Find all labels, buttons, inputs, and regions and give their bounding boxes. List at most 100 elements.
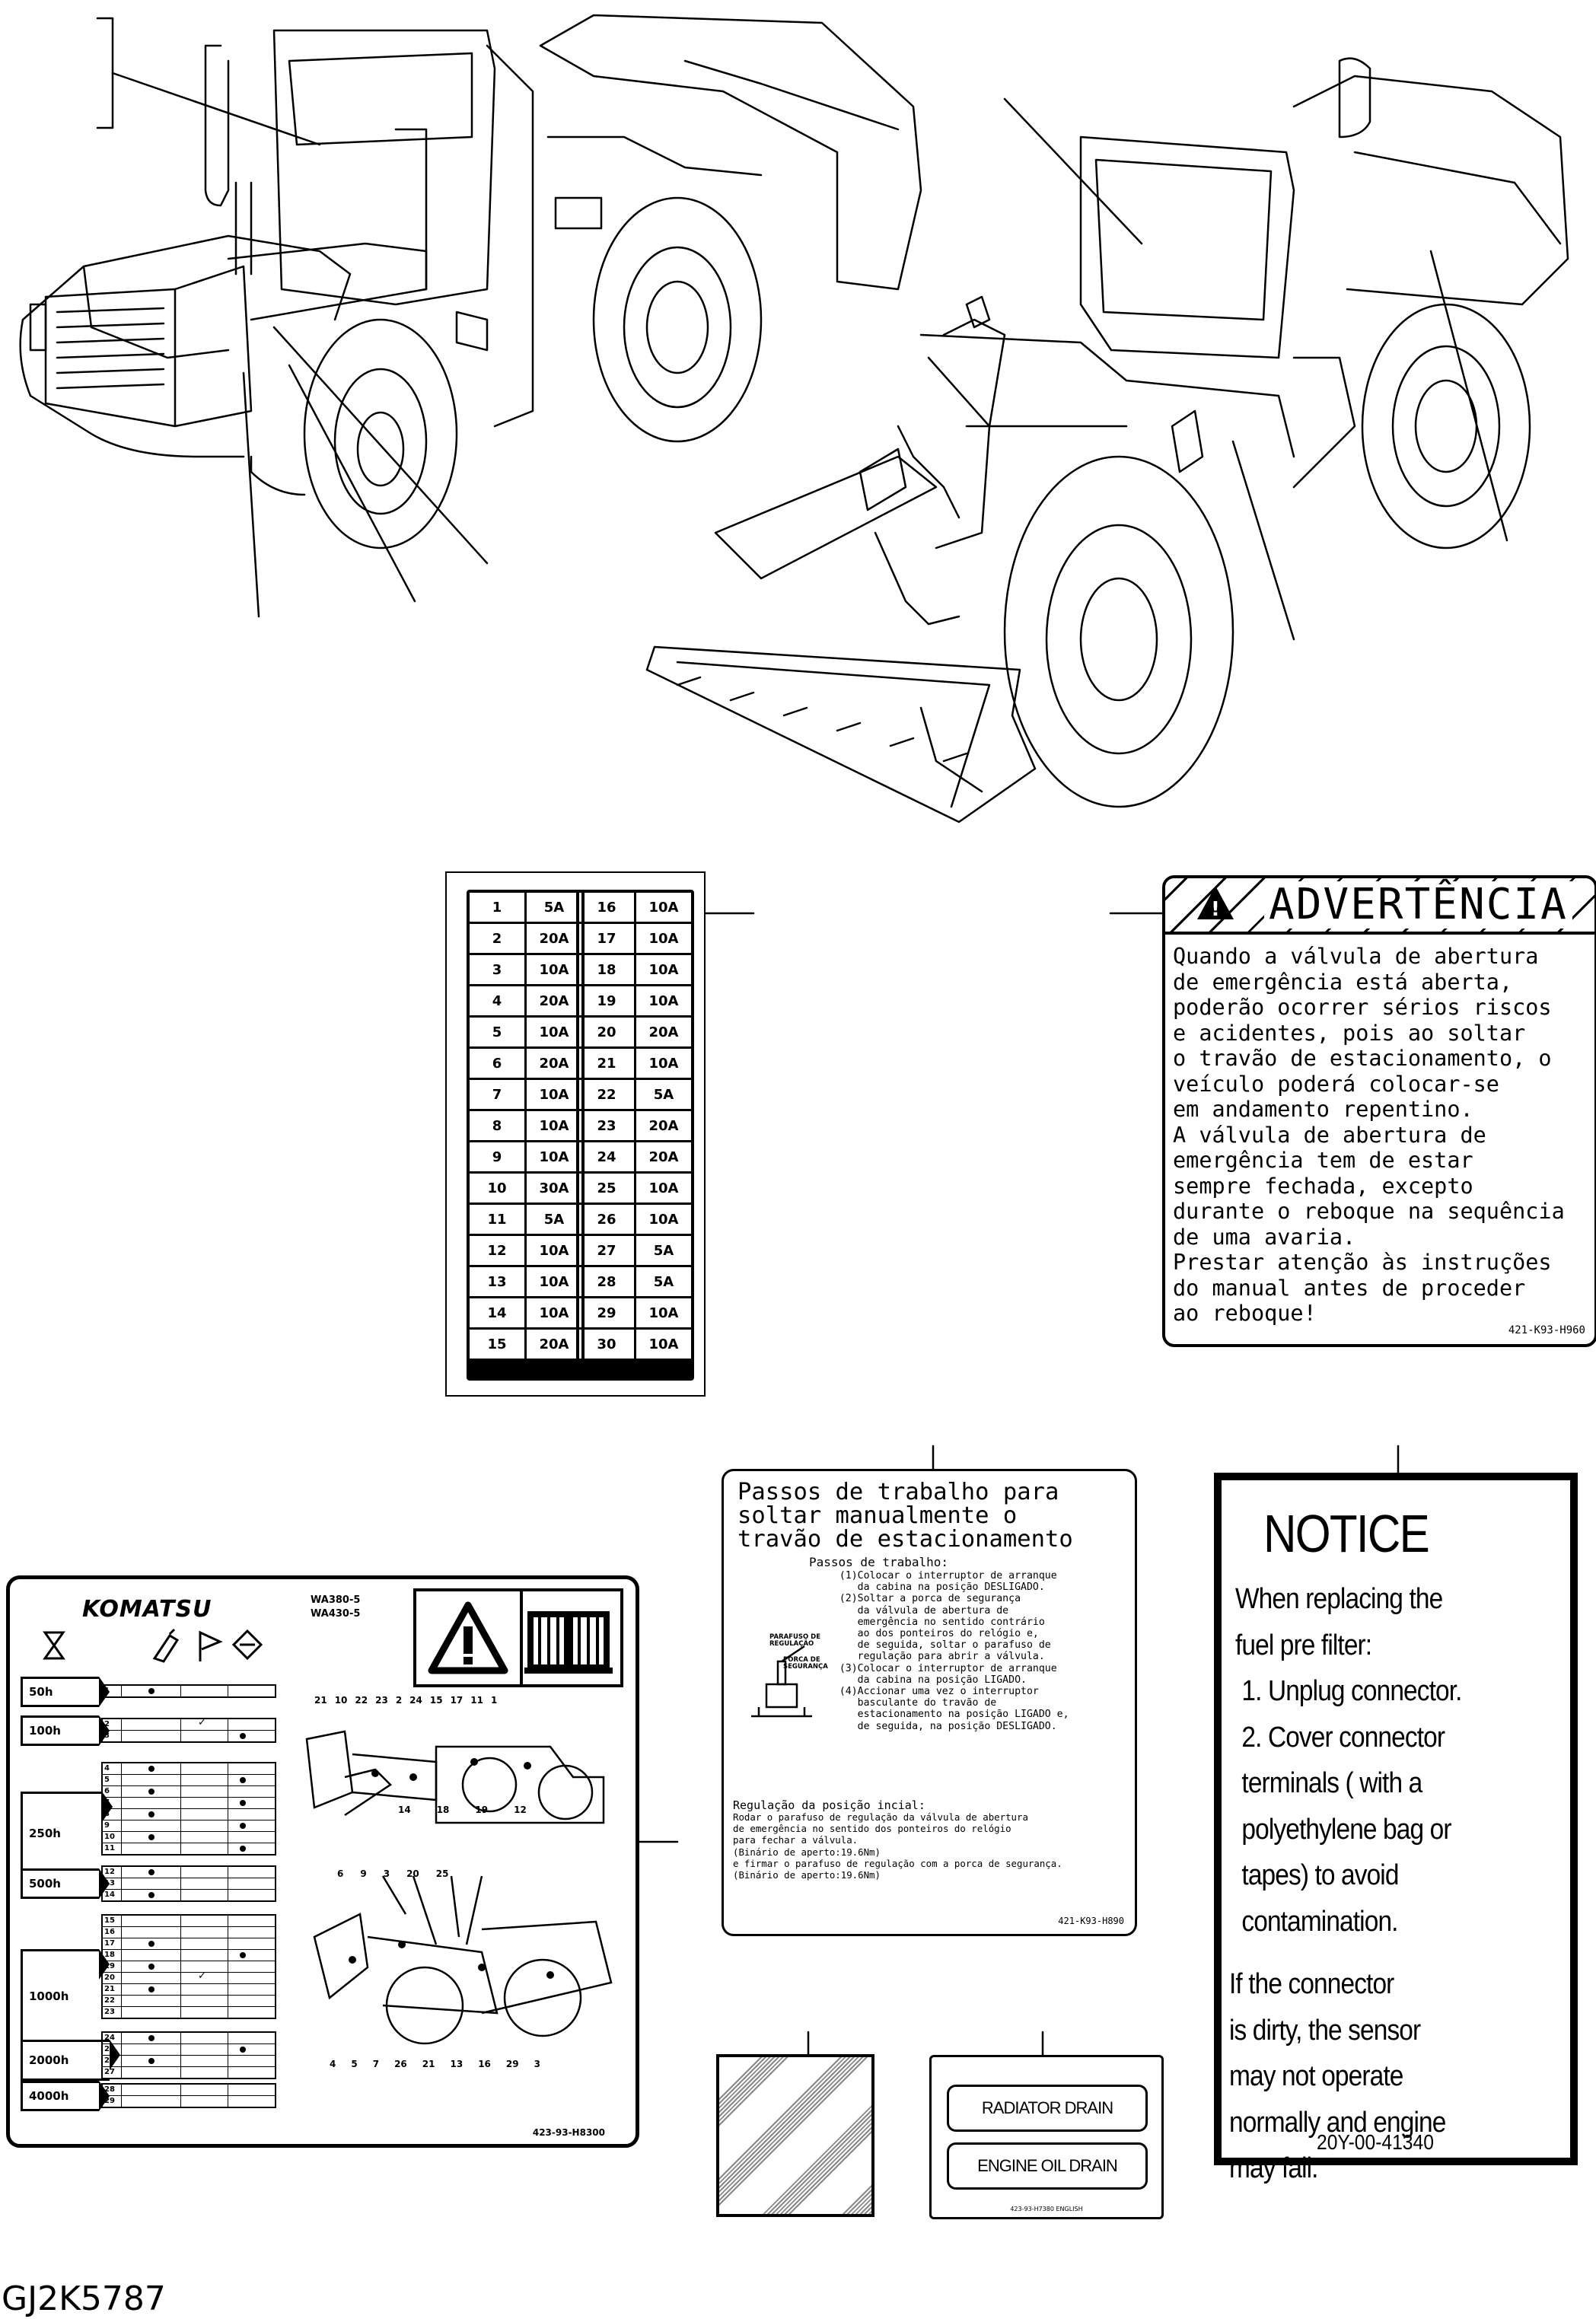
chart-part-code: 423-93-H8300 xyxy=(532,2127,605,2138)
drain-part-code: 423-93-H7380 ENGLISH xyxy=(1010,2206,1083,2212)
service-dot-icon xyxy=(148,1834,155,1840)
interval-item-row: 25 xyxy=(103,2044,275,2056)
callout-number: 2 xyxy=(395,1695,403,1706)
passos-part-code: 421-K93-H890 xyxy=(1058,1916,1124,1926)
fuse-rating: 5A xyxy=(543,899,565,916)
fuse-rating: 20A xyxy=(539,1336,569,1352)
callout-number: 21 xyxy=(422,2059,435,2069)
interval-item-row: 21 xyxy=(103,1984,275,1996)
callout-number: 21 xyxy=(314,1695,327,1706)
service-dot-icon xyxy=(148,1766,155,1772)
fuse-number: 19 xyxy=(579,986,636,1015)
interval-arrow: 100h xyxy=(21,1715,110,1746)
passos-subtitle: Passos de trabalho: xyxy=(809,1555,949,1569)
engine-oil-drain-label: ENGINE OIL DRAIN xyxy=(947,2142,1148,2190)
komatsu-logo: KOMATSU xyxy=(82,1596,212,1623)
service-dot-icon xyxy=(240,1800,246,1806)
icon-label-lock-nut: PORCA DE SEGURANÇA xyxy=(783,1656,828,1671)
fuse-rating: 10A xyxy=(539,1242,569,1259)
fuse-number: 11 xyxy=(470,1205,527,1234)
fuse-row: 4 20A xyxy=(470,986,581,1018)
interval-arrow: 500h xyxy=(21,1868,110,1899)
fuse-rating: 10A xyxy=(539,1086,569,1103)
fuse-number: 30 xyxy=(579,1330,636,1359)
fuse-rating: 10A xyxy=(539,1024,569,1040)
fuse-number: 17 xyxy=(579,924,636,953)
fuse-number: 5 xyxy=(470,1018,527,1046)
fuse-number: 10 xyxy=(470,1174,527,1203)
exclamation-icon: ! xyxy=(1211,898,1220,921)
fuse-number: 14 xyxy=(470,1298,527,1327)
interval-arrow: 2000h xyxy=(21,2040,120,2081)
model-number: WA380-5 xyxy=(311,1594,361,1606)
warning-title: ADVERTÊNCIA xyxy=(1264,881,1572,929)
fuse-rating: 10A xyxy=(539,1148,569,1165)
interval-item-row: 29 xyxy=(103,2096,275,2107)
notice-label: NOTICE When replacing the fuel pre filte… xyxy=(1214,1473,1578,2184)
service-dot-icon xyxy=(240,1846,246,1852)
radiator-drain-label: RADIATOR DRAIN xyxy=(947,2085,1148,2132)
interval-item-grid: 2✓3 xyxy=(101,1718,276,1743)
service-dot-icon xyxy=(148,1869,155,1875)
fuse-rating: 5A xyxy=(653,1086,674,1103)
notice-instructions: When replacing the fuel pre filter: 1. U… xyxy=(1235,1583,1462,1938)
fuse-rating: 20A xyxy=(648,1148,679,1165)
fuse-code-strip xyxy=(470,1361,581,1378)
callout-number: 20 xyxy=(406,1868,419,1879)
fuse-number: 25 xyxy=(579,1174,636,1203)
callout-number: 5 xyxy=(351,2059,358,2069)
service-dot-icon xyxy=(148,1986,155,1992)
fuse-number: 8 xyxy=(470,1111,527,1140)
service-dot-icon xyxy=(240,1733,246,1739)
fuse-row: 19 10A xyxy=(579,986,691,1018)
fuse-number: 26 xyxy=(579,1205,636,1234)
callout-number: 24 xyxy=(409,1695,422,1706)
drain-label-plate: RADIATOR DRAIN ENGINE OIL DRAIN 423-93-H… xyxy=(929,2055,1164,2219)
lubrication-point-diagram xyxy=(305,1730,613,2045)
callout-number: 7 xyxy=(372,2059,380,2069)
fuse-rating: 10A xyxy=(539,1117,569,1134)
interval-arrow: 4000h xyxy=(21,2081,110,2111)
interval-item-row: 23 xyxy=(103,2007,275,2018)
service-dot-icon xyxy=(240,1823,246,1829)
fuse-rating: 10A xyxy=(648,992,679,1009)
interval-arrow: 250h xyxy=(21,1792,113,1875)
callout-number: 11 xyxy=(470,1695,483,1706)
service-dot-icon xyxy=(240,1952,246,1958)
callout-number: 6 xyxy=(337,1868,344,1879)
callout-number: 9 xyxy=(360,1868,367,1879)
fuse-rating: 5A xyxy=(653,1273,674,1290)
fuse-number: 4 xyxy=(470,986,527,1015)
interval-item-row: 18 xyxy=(103,1950,275,1961)
callout-number: 12 xyxy=(514,1805,527,1815)
interval-item-row: 26 xyxy=(103,2056,275,2067)
fuse-rating: 20A xyxy=(539,992,569,1009)
notice-part-code: 20Y-00-41340 xyxy=(1317,2130,1434,2154)
warning-header: ! ADVERTÊNCIA xyxy=(1165,878,1594,935)
fuse-number: 13 xyxy=(470,1267,527,1296)
service-dot-icon xyxy=(148,2035,155,2041)
fuse-code-strip xyxy=(579,1361,691,1378)
interval-item-row: 3 xyxy=(103,1731,275,1741)
callout-number: 29 xyxy=(505,2059,519,2069)
fuse-rating: 5A xyxy=(653,1242,674,1259)
warning-label: ! ADVERTÊNCIA Quando a válvula de abertu… xyxy=(1162,875,1596,1347)
interval-item-row: 17 xyxy=(103,1938,275,1950)
service-dot-icon xyxy=(148,1941,155,1947)
interval-item-row: 8 xyxy=(103,1809,275,1820)
fuse-number: 6 xyxy=(470,1049,527,1078)
